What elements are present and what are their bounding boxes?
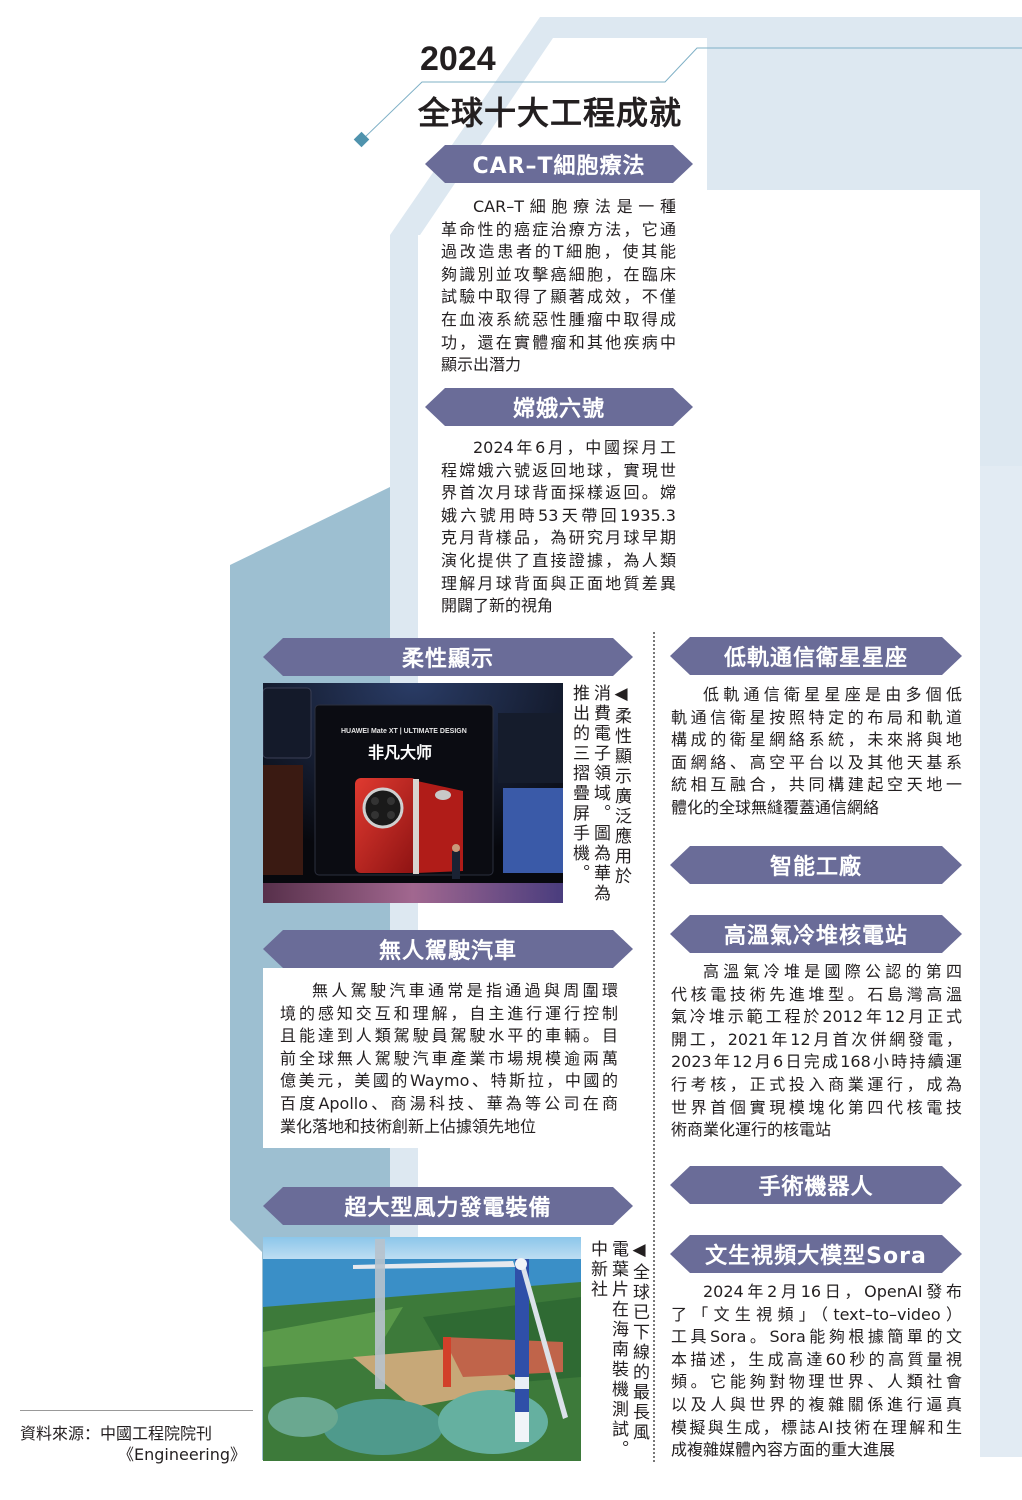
text-line: 夠識別並攻擊癌細胞，在臨床: [441, 264, 676, 284]
text-line: 本描述，生成高達60秒的高質量視: [671, 1349, 962, 1369]
text-line: 模擬與生成，標誌AI技術在理解和生: [671, 1417, 962, 1437]
text-line: 且能達到人類駕駛員駕駛水平的車輛。目: [280, 1026, 618, 1046]
text-line: 開工，2021年12月首次併網發電，: [671, 1029, 962, 1049]
text-line: 境的感知交互和理解，自主進行運行控制: [280, 1003, 618, 1023]
text-line: 軌通信衛星按照特定的布局和軌道: [671, 707, 962, 727]
text-line: CAR–T細胞療法是一種: [473, 197, 676, 216]
text-line: 試驗中取得了顯著成效，不僅: [441, 287, 676, 307]
section-title: 超大型風力發電裝備: [344, 1196, 552, 1221]
text-line: 在血液系統惡性腫瘤中取得成: [441, 309, 676, 329]
text-line: 程嫦娥六號返回地球，實現世: [441, 460, 676, 480]
text-line: 開闢了新的視角: [441, 596, 554, 616]
text-line: 前全球無人駕駛汽車產業市場規模逾兩萬: [280, 1048, 618, 1068]
text-line: 2024年6月，中國探月工: [473, 438, 676, 457]
section-title: 嫦娥六號: [512, 397, 605, 422]
page-title: 全球十大工程成就: [418, 94, 683, 132]
text-line: 無人駕駛汽車通常是指通過與周圍環: [312, 981, 618, 1000]
text-line: 低軌通信衛星星座是由多個低: [703, 685, 962, 704]
section-title: 柔性顯示: [401, 647, 494, 672]
section-banner-surgical-robot: 手術機器人: [670, 1166, 962, 1204]
svg-text:HUAWEI Mate XT | ULTIMATE DESI: HUAWEI Mate XT | ULTIMATE DESIGN: [341, 728, 467, 735]
column-divider: [653, 632, 655, 1462]
text-line: 高溫氣冷堆是國際公認的第四: [703, 962, 962, 981]
text-line: 業化落地和技術創新上佔據領先地位: [280, 1116, 537, 1136]
text-line: 億美元，美國的Waymo、特斯拉，中國的: [280, 1071, 618, 1091]
text-line: 2024年2月16日，OpenAI發布: [703, 1282, 962, 1301]
wind-turbine-photo: [263, 1237, 581, 1461]
section-body-autonomous-car: 無人駕駛汽車通常是指通過與周圍環 境的感知交互和理解，自主進行運行控制 且能達到…: [280, 980, 618, 1138]
source-publication: 《Engineering》: [118, 1445, 247, 1464]
section-body-sora: 2024年2月16日，OpenAI發布 了「文生視頻」（text–to–vide…: [671, 1281, 962, 1462]
section-banner-smart-factory: 智能工廠: [670, 846, 962, 884]
section-body-change6: 2024年6月，中國探月工 程嫦娥六號返回地球，實現世 界首次月球背面採樣返回。…: [441, 437, 676, 618]
text-line: 理解月球背面與正面地質差異: [441, 573, 676, 593]
section-body-htgr: 高溫氣冷堆是國際公認的第四 代核電技術先進堆型。石島灣高溫 氣冷堆示範工程於20…: [671, 961, 962, 1142]
section-banner-sora: 文生視頻大模型Sora: [670, 1235, 962, 1273]
text-line: 了「文生視頻」（text–to–video）: [671, 1304, 962, 1324]
section-title: 低軌通信衛星星座: [723, 646, 908, 671]
source-divider: [20, 1410, 253, 1411]
text-line: 界首次月球背面採樣返回。嫦: [441, 483, 676, 503]
text-line: 2023年12月6日完成168小時持續運: [671, 1052, 962, 1072]
text-line: 克月背樣品，為研究月球早期: [441, 528, 676, 548]
text-line: 功，還在實體瘤和其他疾病中: [441, 332, 676, 352]
autonomous-car-text-panel: [263, 968, 633, 1148]
section-banner-htgr: 高溫氣冷堆核電站: [670, 915, 962, 953]
text-line: 工具Sora。Sora能夠根據簡單的文: [671, 1327, 962, 1347]
section-body-cart: CAR–T細胞療法是一種 革命性的癌症治療方法，它通 過改造患者的T細胞，使其能…: [441, 196, 676, 377]
text-line: 代核電技術先進堆型。石島灣高溫: [671, 984, 962, 1004]
section-banner-wind-power: 超大型風力發電裝備: [263, 1187, 633, 1225]
text-line: 氣冷堆示範工程於2012年12月正式: [671, 1007, 962, 1027]
section-title: 無人駕駛汽車: [378, 939, 517, 964]
text-line: 顯示出潛力: [441, 355, 522, 375]
text-line: 成複雜媒體內容方面的重大進展: [671, 1440, 896, 1460]
section-title: 智能工廠: [769, 855, 862, 880]
section-title: CAR–T細胞療法: [472, 154, 646, 179]
photo-caption-wind-power: ◀全球已下線的最長風電葉片在海南裝機測試。中新社: [587, 1240, 649, 1460]
section-title: 手術機器人: [758, 1175, 874, 1200]
section-title: 高溫氣冷堆核電站: [723, 924, 908, 949]
text-line: 革命性的癌症治療方法，它通: [441, 219, 676, 239]
text-line: 面網絡、高空平台以及其他天基系: [671, 752, 962, 772]
section-title: 文生視頻大模型Sora: [705, 1244, 927, 1269]
section-banner-change6: 嫦娥六號: [425, 388, 693, 426]
text-line: 以及人與世界的複雜關係進行逼真: [671, 1394, 962, 1414]
source-label: 資料來源：中國工程院院刊: [20, 1424, 213, 1443]
text-line: 術商業化運行的核電站: [671, 1120, 832, 1140]
section-banner-autonomous-car: 無人駕駛汽車: [263, 930, 633, 968]
section-banner-cart: CAR–T細胞療法: [425, 145, 693, 183]
text-line: 過改造患者的T細胞，使其能: [441, 242, 676, 262]
title-year: 2024: [420, 40, 496, 78]
text-line: 行考核，正式投入商業運行，成為: [671, 1074, 962, 1094]
text-line: 百度Apollo、商湯科技、華為等公司在商: [280, 1093, 618, 1113]
text-line: 演化提供了直接證據，為人類: [441, 550, 676, 570]
photo-caption-flexible-display: ◀柔性顯示廣泛應用於消費電子領域。圖為華為推出的三摺疊屏手機。: [569, 684, 631, 904]
text-line: 構成的衛星網絡系統，未來將與地: [671, 730, 962, 750]
text-line: 頻。它能夠對物理世界、人類社會: [671, 1372, 962, 1392]
section-body-leo-satellite: 低軌通信衛星星座是由多個低 軌通信衛星按照特定的布局和軌道 構成的衛星網絡系統，…: [671, 684, 962, 820]
text-line: 娥六號用時53天帶回1935.3: [441, 505, 676, 525]
text-line: 統相互融合，共同構建起空天地一: [671, 775, 962, 795]
text-line: 世界首個實現模塊化第四代核電技: [671, 1097, 962, 1117]
svg-text:非凡大师: 非凡大师: [368, 743, 432, 762]
text-line: 體化的全球無縫覆蓋通信網絡: [671, 797, 880, 817]
huawei-phone-photo: HUAWEI Mate XT | ULTIMATE DESIGN 非凡大师: [263, 683, 563, 903]
section-banner-leo-satellite: 低軌通信衛星星座: [670, 637, 962, 675]
section-banner-flexible-display: 柔性顯示: [263, 638, 633, 676]
